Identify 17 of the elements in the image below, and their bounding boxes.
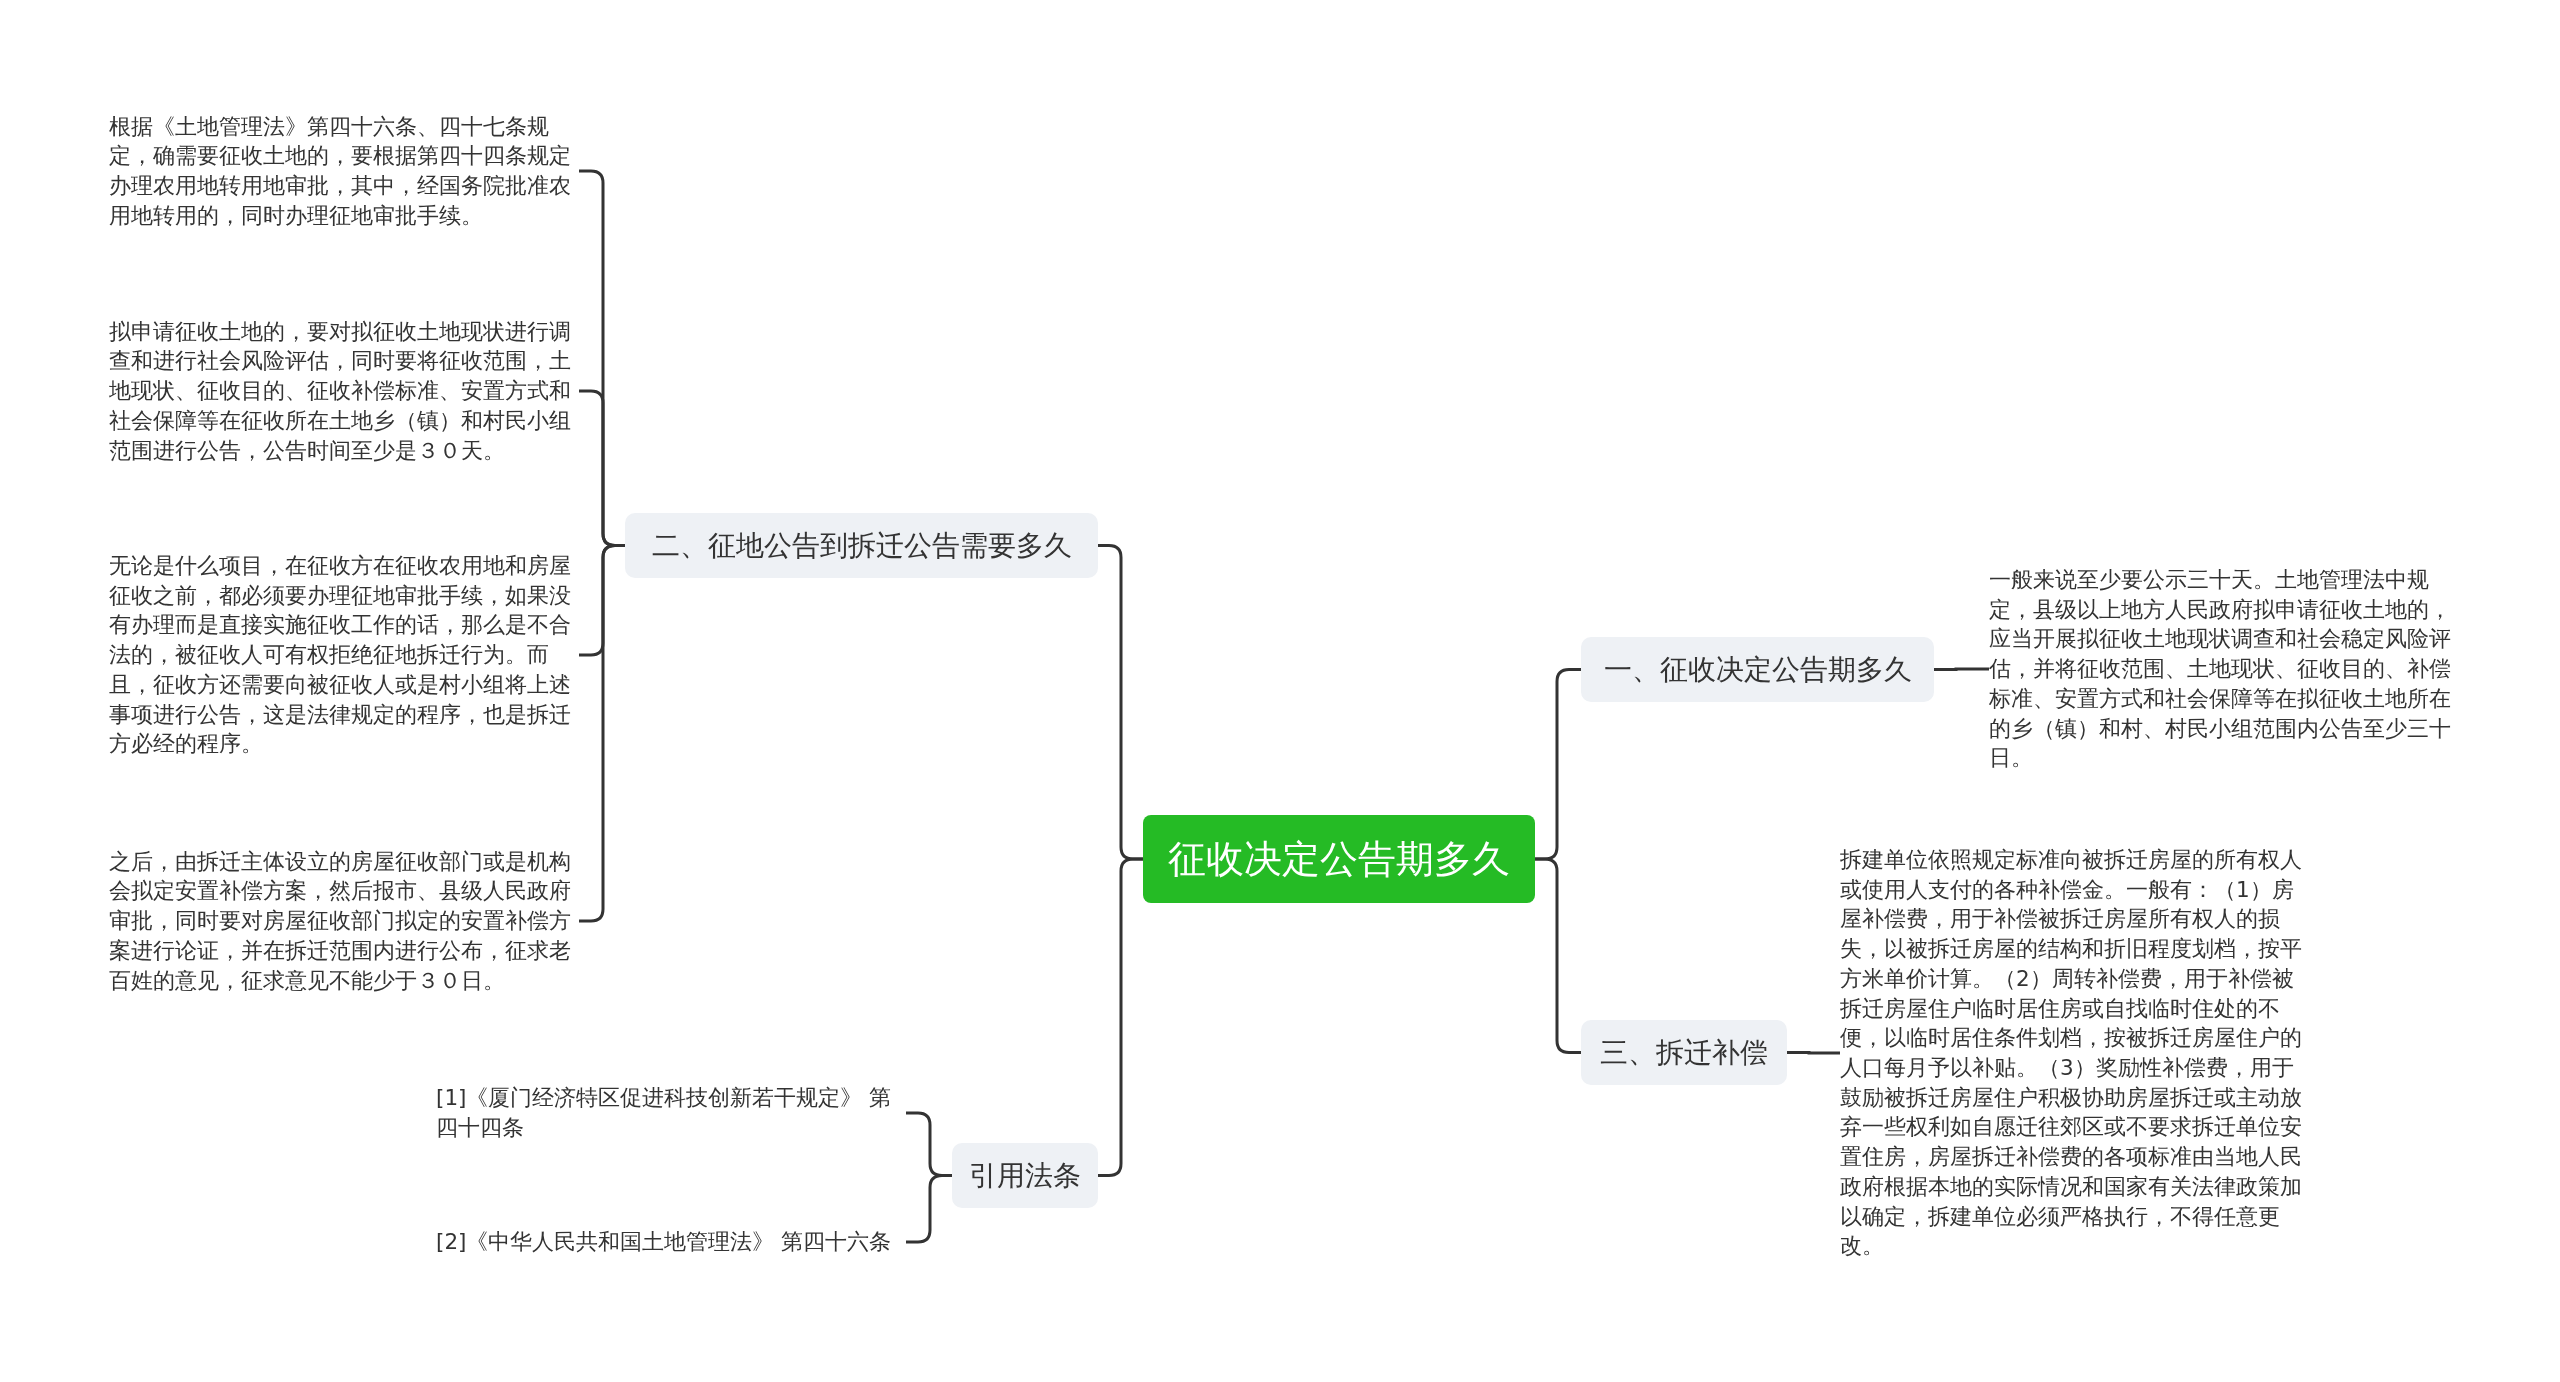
note-text: [2]《中华人民共和国土地管理法》 第四十六条 <box>436 1211 906 1273</box>
topic-box: 三、拆迁补偿 <box>1581 1020 1787 1085</box>
connector-line <box>1535 857 1581 1054</box>
note-text: 拆建单位依照规定标准向被拆迁房屋的所有权人或使用人支付的各种补偿金。一般有：（1）房屋补偿费，用于补偿被拆迁房屋所有权人的损失，以被拆迁房屋的结构和折旧程度划档，按平方米单价计算。（2）周转补偿费，用于补偿被拆迁房屋住户临时居住房或自找临时住处的不便，以临时居住条件划档，按被拆迁房屋住户的人口每月予以补贴。（3）奖励性补偿费，用于鼓励被拆迁房屋住户积极协助房屋拆迁或主动放弃一些权利如自愿迁往郊区或不要求拆迁单位安置住房，房屋拆迁补偿费的各项标准由当地人民政府根据本地的实际情况和国家有关法律政策加以确定，拆建单位必须严格执行，不得任意更改。 <box>1840 845 2310 1261</box>
connector-line <box>1934 667 1989 671</box>
topic-box: 二、征地公告到拆迁公告需要多久 <box>625 513 1098 578</box>
note-text: 一般来说至少要公示三十天。土地管理法中规定，县级以上地方人民政府拟申请征收土地的，应当开展拟征收土地现状调查和社会稳定风险评估，并将征收范围、土地现状、征收目的、补偿标准、安置方式和社会保障等在拟征收土地所在的乡（镇）和村、村民小组范围内公告至少三十日。 <box>1989 566 2459 772</box>
connector-line <box>1787 1051 1840 1055</box>
central-topic-box: 征收决定公告期多久 <box>1143 815 1535 903</box>
note-text: 拟申请征收土地的，要对拟征收土地现状进行调查和进行社会风险评估，同时要将征收范围，土地现状、征收目的、征收补偿标准、安置方式和社会保障等在征收所在土地乡（镇）和村民小组范围进行公告，公告时间至少是３０天。 <box>109 300 579 482</box>
note-text: [1]《厦门经济特区促进科技创新若干规定》 第四十四条 <box>436 1082 906 1144</box>
topic-box: 一、征收决定公告期多久 <box>1581 637 1934 702</box>
note-text: 之后，由拆迁主体设立的房屋征收部门或是机构会拟定安置补偿方案，然后报市、县级人民政府审批，同时要对房屋征收部门拟定的安置补偿方案进行论证，并在拆迁范围内进行公布，征求老百姓的意见，征求意见不能少于３０日。 <box>109 830 579 1012</box>
note-text: 根据《土地管理法》第四十六条、四十七条规定，确需要征收土地的，要根据第四十四条规定办理农用地转用地审批，其中，经国务院批准农用地转用的，同时办理征地审批手续。 <box>109 110 579 232</box>
connector-line <box>1098 857 1143 1177</box>
topic-box: 引用法条 <box>952 1143 1098 1208</box>
note-text: 无论是什么项目，在征收方在征收农用地和房屋征收之前，都必须要办理征地审批手续，如果没有办理而是直接实施征收工作的话，那么是不合法的，被征收人可有权拒绝征地拆迁行为。而且，征收方还需要向被征收人或是村小组将上述事项进行公告，这是法律规定的程序，也是拆迁方必经的程序。 <box>109 550 579 760</box>
